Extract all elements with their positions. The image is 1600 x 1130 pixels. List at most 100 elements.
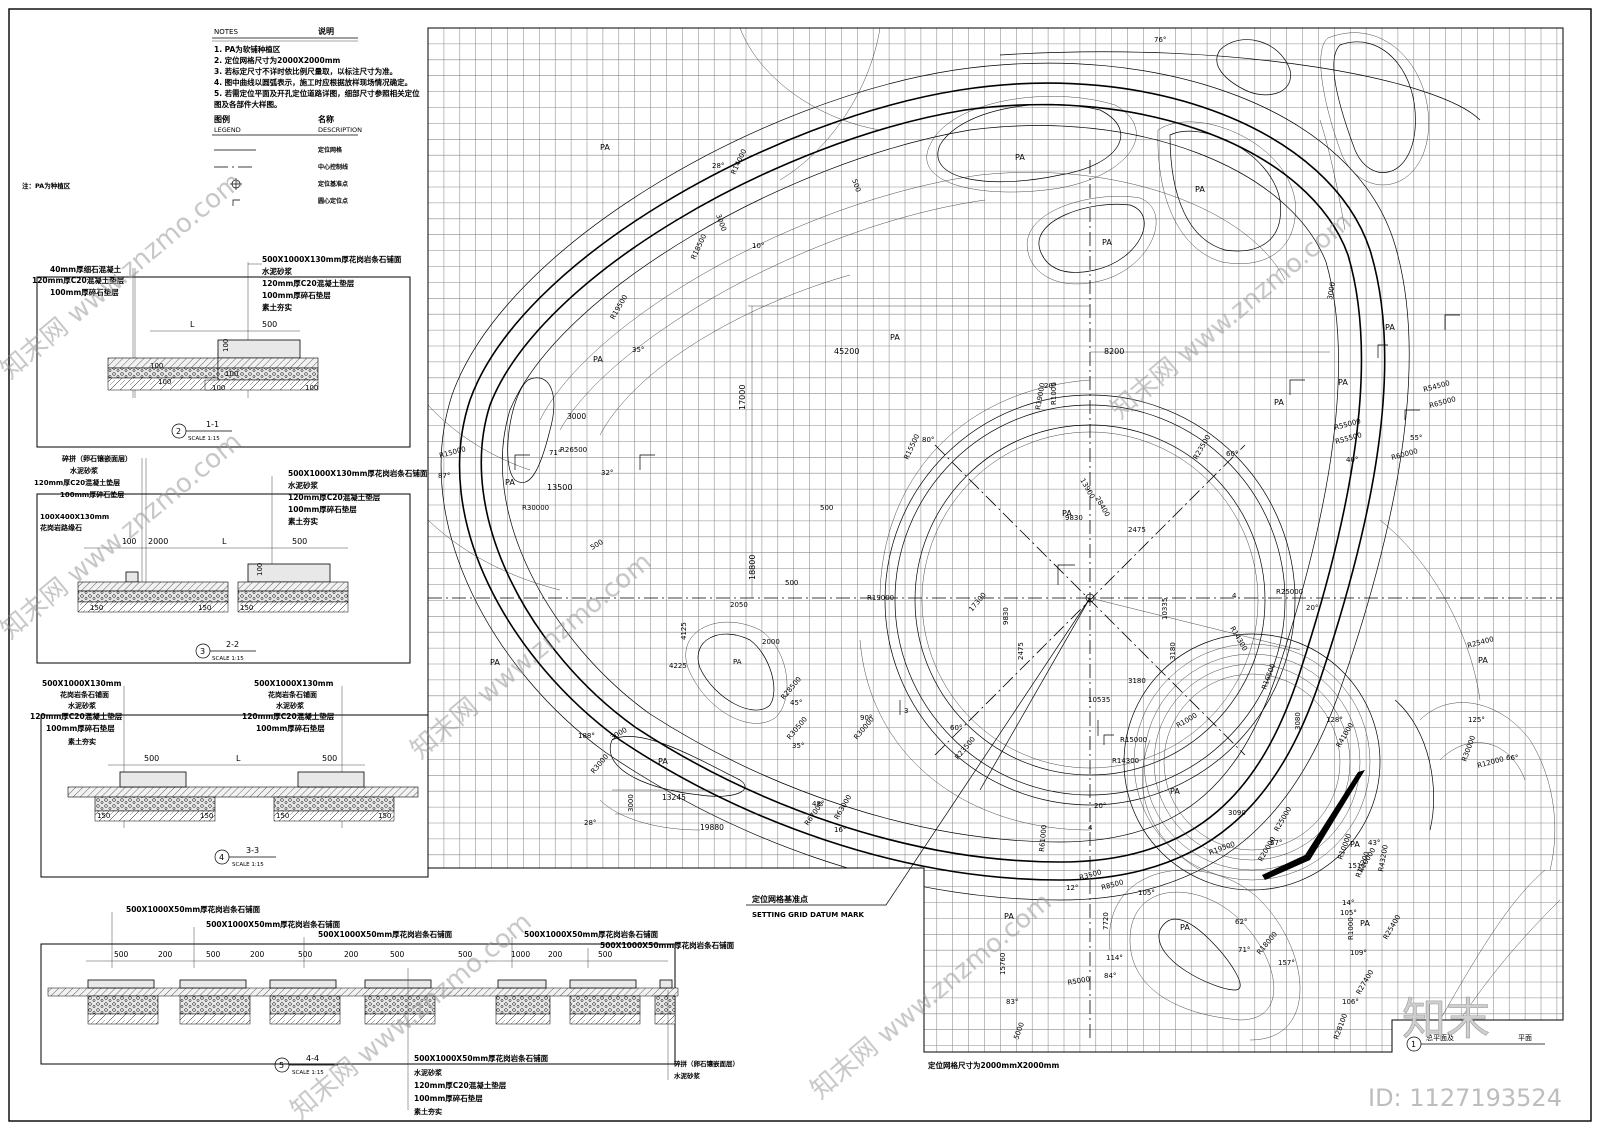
plan-dim-7720: 7720 [1102,912,1110,930]
plan-radius-30: R25400 [1382,913,1402,941]
pa-label-3: PA [1015,153,1025,162]
s22-dim-4: 500 [292,537,307,546]
s44-num: 5 [279,1061,284,1070]
plan-title-suffix: 平面 [1518,1034,1532,1042]
plan-angle-1: 28° [712,162,724,170]
s44-scale: SCALE 1:15 [292,1070,324,1076]
s11-left-label-2: 120mm厚C20混凝土垫层 [32,275,125,285]
notes-title-cn: 说明 [318,26,334,36]
s22-left-label-4: 100mm厚碎石垫层 [60,490,124,499]
plan-angle-28: 157° [1278,959,1295,967]
datum-label-en: SETTING GRID DATUM MARK [752,911,864,919]
plan-radius-40: R41000 [1335,721,1355,749]
site-plan: PA PA PA PA PA PA PA PA PA PA PA PA PA P… [427,27,1564,1070]
s44-top-label-1: 500X1000X50mm厚花岗岩条石铺面 [126,904,261,914]
s11-right-label-2: 水泥砂浆 [262,266,292,276]
path-loop-outer [999,51,1481,121]
s33-dim-1: 500 [144,754,159,763]
s44-dim-11: 500 [598,950,613,959]
plan-dim-2475-b: 2475 [1128,526,1146,534]
plan-radius-33: R15000 [1120,736,1147,744]
s11-small-dim-4: 100 [225,370,238,378]
pond-left [697,633,775,711]
s44-dim-3: 500 [206,950,221,959]
plan-dim-15760: 15760 [999,953,1007,975]
plan-dim-9830-b: 9830 [1065,514,1083,522]
s33-scale: SCALE 1:15 [232,862,264,868]
plan-boundary [427,27,1564,1053]
pa-label-8: PA [1274,398,1284,407]
section-mark-3: 3 [904,707,908,715]
plan-angle-5: 71° [549,449,561,457]
plan-angle-15: 90° [860,714,872,722]
pa-label-9: PA [593,355,603,364]
plan-dim-2475-a: 2475 [1017,642,1025,660]
plan-radius-16: R23500 [1192,433,1212,461]
plan-radius-15: R15500 [903,433,922,461]
plan-radius-41: R43200 [1377,844,1390,872]
pa-label-14: PA [733,658,742,666]
brand-logo: 知末 [1402,994,1490,1045]
setting-grid [428,28,1563,1052]
island-top-right [1333,41,1416,173]
s44-dim-2: 200 [158,950,173,959]
s33-small-dim-2: 150 [200,812,213,820]
s44-dim-7: 500 [390,950,405,959]
pa-label-10: PA [505,478,515,487]
pa-label-6: PA [1385,323,1395,332]
s11-left-label-1: 40mm厚细石混凝土 [50,264,122,274]
section-4-4: 500X1000X50mm厚花岗岩条石铺面 500X1000X50mm厚花岗岩条… [40,904,739,1116]
plan-radius-6: R30000 [522,504,549,512]
plan-dim-19880: 19880 [700,823,724,832]
plan-dim-8200: 8200 [1104,347,1124,356]
plan-radius-21: R25400 [1466,635,1494,650]
s22-num: 3 [200,647,205,656]
s33-small-dim-3: 150 [276,812,289,820]
plan-dim-500-d: 500 [785,579,798,587]
plan-angle-12: 55° [1410,434,1422,442]
plan-angle-35: 125° [1468,716,1485,724]
s44-top-label-2: 500X1000X50mm厚花岗岩条石铺面 [206,919,341,929]
plan-angle-11: 40° [1346,456,1358,464]
s33-left-label-4: 120mm厚C20混凝土垫层 [30,711,123,721]
plan-angle-20: 188° [578,732,595,740]
s22-left-label-2: 水泥砂浆 [70,466,99,475]
note-5: 5. 若需定位平面及开孔定位道路详图，细部尺寸参照相关定位 [214,88,420,98]
s44-bottom-label-3: 120mm厚C20混凝土垫层 [414,1080,507,1090]
island-top-left [937,103,1122,183]
plan-angle-33: 67° [1270,839,1282,847]
notes-block: NOTES 说明 1. PA为软铺种植区 2. 定位网格尺寸为2000X2000… [22,26,420,206]
plan-angle-34: 128° [1326,716,1343,724]
s33-right-label-1: 500X1000X130mm [254,679,334,688]
s33-small-dim-4: 150 [378,812,391,820]
plan-angle-26: 62° [1235,918,1247,926]
s22-small-dim-4: 100 [256,563,264,576]
legend-title-cn: 图例 [214,114,230,124]
plan-radius-22: R54500 [1422,379,1450,394]
plan-angle-24: 83° [1006,998,1018,1006]
s33-left-label-6: 素土夯实 [68,737,96,746]
pa-label-4: PA [1195,185,1205,194]
plan-radius-12: R61000 [1038,824,1048,852]
plan-dim-10335: 10335 [1161,598,1169,620]
s33-num: 4 [219,853,224,862]
plan-angle-29: 109° [1350,949,1367,957]
plan-radius-5: R26500 [560,446,587,454]
s11-left-label-3: 100mm厚碎石垫层 [50,287,119,297]
plan-angle-4: 32° [601,469,613,477]
s11-dim-l: L [190,320,195,329]
se-bench-curve [1262,770,1365,880]
pa-label-13: PA [658,757,668,766]
plan-dim-13500: 13500 [547,483,572,492]
plan-radius-48: R8500 [1100,878,1124,892]
brand-id: ID: 1127193524 [1368,1084,1562,1112]
legend-item-2: 中心控制线 [318,163,348,171]
s11-small-dim-5: 100 [212,384,225,392]
s22-right-label-5: 素土夯实 [288,516,318,526]
plan-angle-37: 151° [1348,862,1365,870]
s11-right-label-1: 500X1000X130mm厚花岗岩条石铺面 [262,254,402,264]
s33-left-label-5: 100mm厚碎石垫层 [46,723,115,733]
plan-radius-1: R15000 [438,445,466,460]
plan-dim-3080: 3080 [1294,712,1302,730]
